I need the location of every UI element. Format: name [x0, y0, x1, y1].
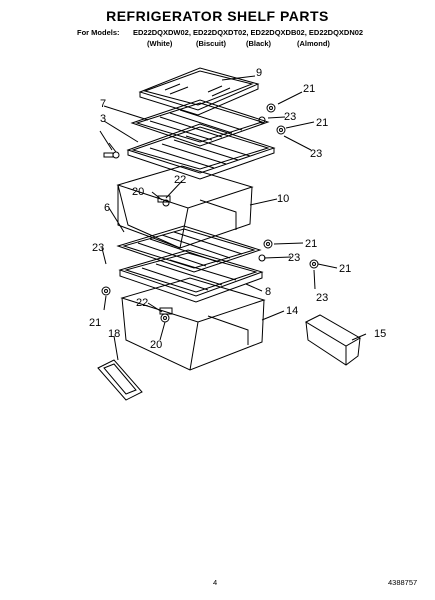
callout-8: 8 — [265, 286, 271, 298]
callout-20-a: 20 — [132, 186, 144, 198]
callout-15: 15 — [374, 328, 386, 340]
leader-lines — [99, 75, 367, 361]
callout-10: 10 — [277, 193, 289, 205]
callout-23-e: 23 — [316, 292, 328, 304]
callout-14: 14 — [286, 305, 298, 317]
page-number: 4 — [213, 578, 218, 587]
part-3-crisper-cover — [126, 123, 276, 180]
callout-23-b: 23 — [310, 148, 322, 160]
callout-23-c: 23 — [92, 242, 104, 254]
callout-21-e: 21 — [89, 317, 101, 329]
part-8-shelf-cover — [118, 249, 264, 303]
model-numbers: ED22DQXDW02, ED22DQXDT02, ED22DQXDB02, E… — [133, 28, 364, 37]
callout-23-a: 23 — [284, 111, 296, 123]
part-18-label-card — [97, 359, 143, 401]
color-black: (Black) — [246, 39, 272, 48]
callout-21-b: 21 — [316, 117, 328, 129]
part-9-glass-shelf — [138, 67, 260, 116]
callout-6: 6 — [104, 202, 110, 214]
callout-21-a: 21 — [303, 83, 315, 95]
callout-21-c: 21 — [305, 238, 317, 250]
part-15-bin — [304, 314, 362, 366]
callout-18: 18 — [108, 328, 120, 340]
page-title: REFRIGERATOR SHELF PARTS — [106, 8, 329, 24]
callout-7: 7 — [100, 98, 106, 110]
document-number: 4388757 — [388, 578, 418, 587]
color-almond: (Almond) — [297, 39, 330, 48]
callout-3: 3 — [100, 113, 106, 125]
callout-23-d: 23 — [288, 252, 300, 264]
part-14-lower-drawer — [120, 277, 266, 371]
callout-22-a: 22 — [174, 174, 186, 186]
color-white: (White) — [147, 39, 173, 48]
callout-9: 9 — [256, 67, 262, 79]
models-prefix: For Models: — [77, 28, 120, 37]
callout-21-d: 21 — [339, 263, 351, 275]
callout-22-b: 22 — [136, 297, 148, 309]
color-biscuit: (Biscuit) — [196, 39, 226, 48]
callout-20-b: 20 — [150, 339, 162, 351]
part-7-shelf-frame — [130, 99, 270, 147]
